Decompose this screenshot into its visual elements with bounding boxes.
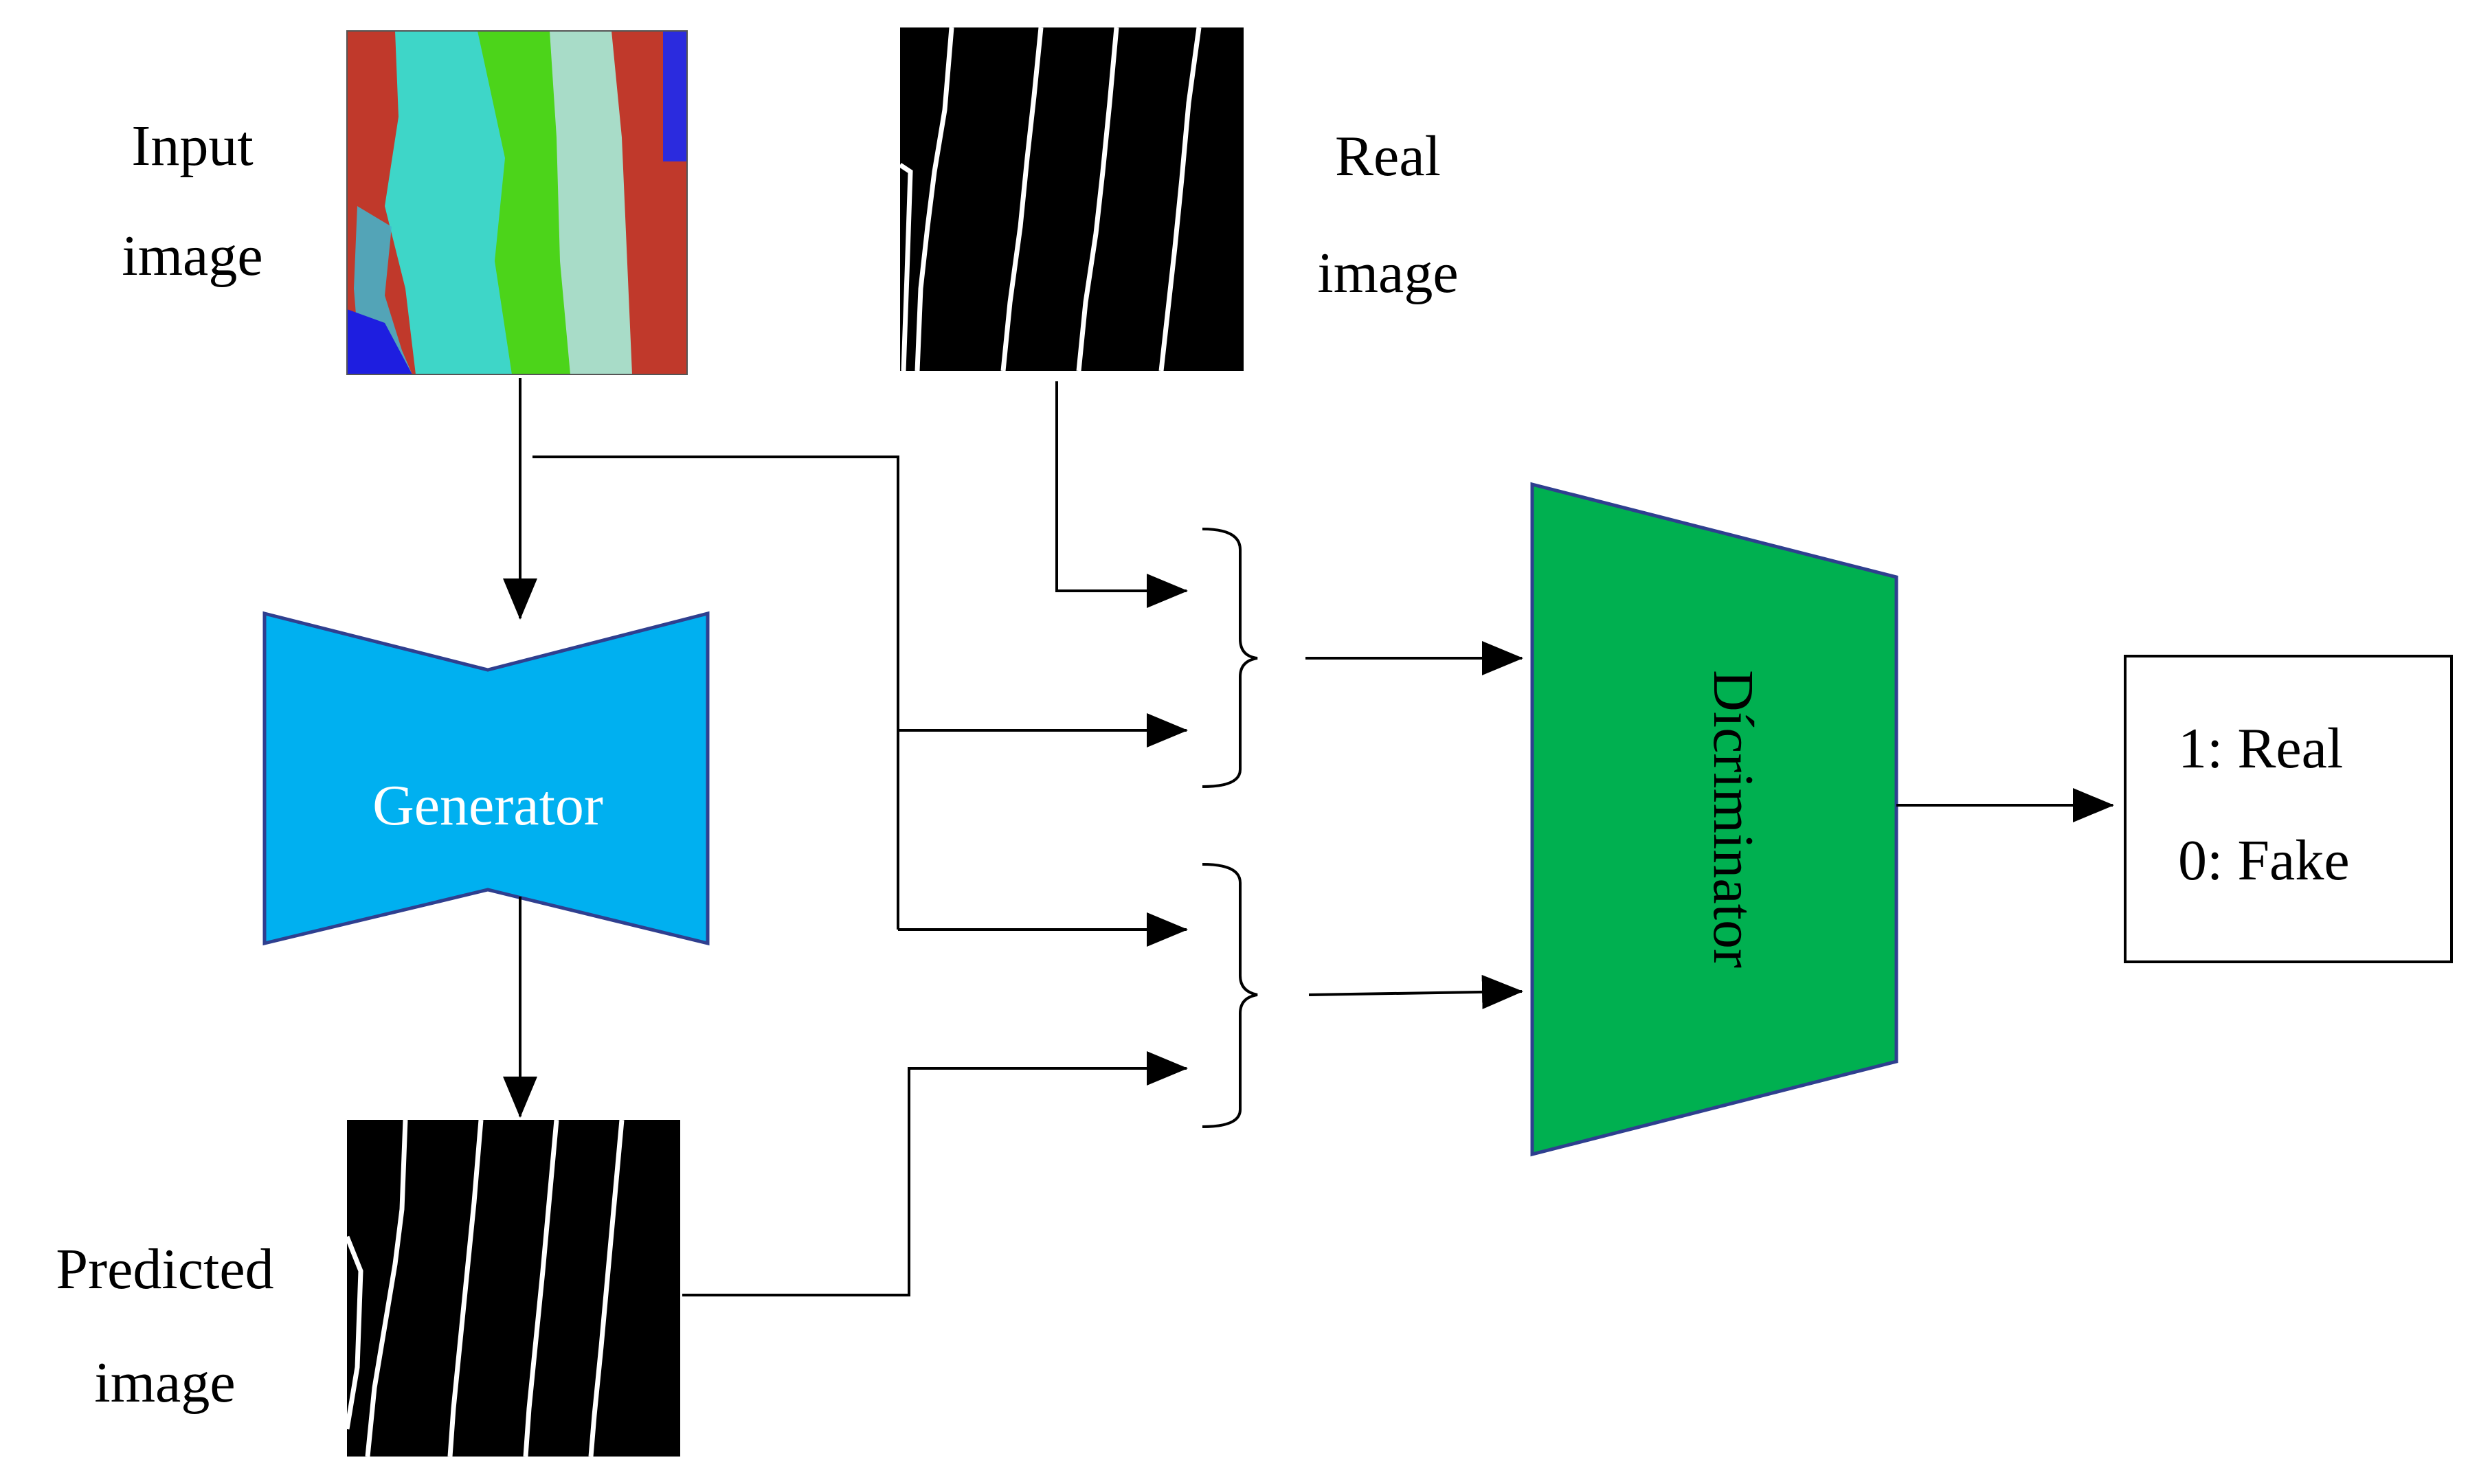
input-branch-line (532, 456, 899, 930)
output-real-label: 1: Real (2178, 717, 2343, 780)
real-image (899, 27, 1244, 372)
generator-label: Generator (372, 774, 603, 837)
arrow-fake-pair-to-discriminator (1308, 974, 1523, 1009)
discriminator-block: Dícriminator (1530, 482, 1898, 1157)
real-image-label-line2: image (1317, 241, 1458, 305)
arrow-predicted-to-pair (682, 1051, 1188, 1296)
discriminator-label: Dícriminator (1701, 670, 1765, 968)
input-image (346, 30, 688, 375)
predicted-image (344, 1119, 680, 1457)
input-image-label-line2: image (122, 224, 262, 288)
real-image-label-line1: Real (1335, 124, 1441, 188)
generator-block: Generator (262, 611, 710, 946)
brace-real-pair (1202, 528, 1258, 788)
predicted-image-label-line1: Predicted (56, 1237, 273, 1301)
output-box: 1: Real 0: Fake (2124, 655, 2453, 963)
output-fake-label: 0: Fake (2178, 829, 2350, 892)
predicted-image-label-line2: image (94, 1351, 235, 1415)
connectors (503, 378, 2114, 1296)
input-image-label-line1: Input (131, 114, 253, 178)
arrow-real-to-pair (1055, 381, 1188, 608)
brace-fake-pair (1202, 863, 1258, 1128)
